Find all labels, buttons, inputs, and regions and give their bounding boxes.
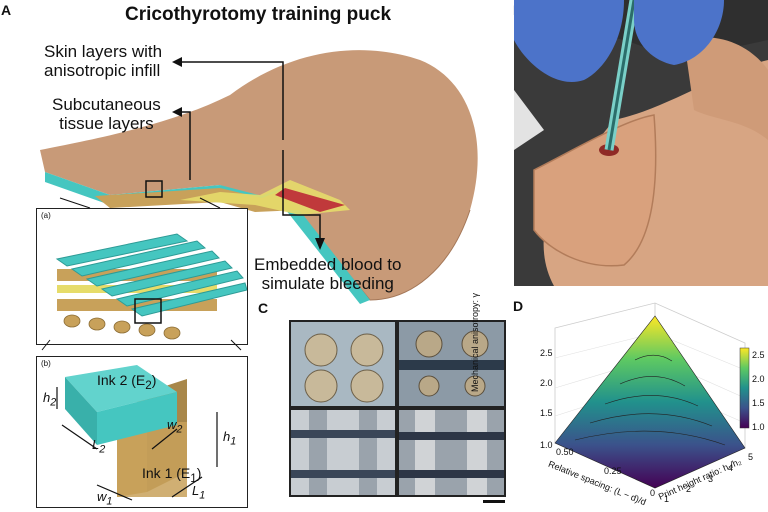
- x-tick: 2: [686, 484, 692, 494]
- scale-bar: [483, 500, 505, 503]
- inset-a-letter: (a): [41, 211, 51, 220]
- dim-w2: w2: [167, 417, 182, 436]
- ink1-sub: 1: [190, 471, 197, 485]
- dim-h2-text: h: [43, 390, 51, 405]
- colorbar-tick: 2.0: [752, 374, 765, 384]
- inset-unit-cell: (b) Ink 2 (E2) Ink 1 (E1) h2 h1 w2 L2 w1…: [36, 356, 248, 508]
- callout-blood-line1: Embedded blood to: [254, 255, 402, 274]
- dim-w2-text: w: [167, 417, 177, 432]
- dim-L1-text: L: [192, 483, 200, 498]
- dim-L2-sub: 2: [99, 443, 106, 456]
- inset-b-letter: (b): [41, 359, 51, 368]
- dim-h2-sub: 2: [50, 396, 57, 409]
- panel-letter-a: A: [1, 2, 12, 18]
- z-tick: 2.0: [540, 378, 553, 388]
- callout-subcutaneous: Subcutaneous tissue layers: [52, 95, 161, 133]
- unit-cell-illustration: [56, 365, 218, 501]
- anisotropy-surface-plot: [554, 302, 750, 489]
- ink2-label: Ink 2 (E2): [97, 372, 157, 392]
- callout-skin-line2: anisotropic infill: [44, 61, 161, 80]
- dim-L1-sub: 1: [199, 489, 206, 502]
- ink2-sub: 2: [145, 378, 152, 392]
- micrograph-drawing: [291, 322, 504, 495]
- callout-sub-line2: tissue layers: [59, 114, 154, 133]
- z-tick: 1.5: [540, 408, 553, 418]
- z-tick: 1.0: [540, 440, 553, 450]
- dim-h1: h1: [223, 429, 236, 448]
- micrograph-grid: [289, 320, 506, 497]
- training-photo: [514, 0, 768, 286]
- dim-h2: h2: [43, 390, 56, 409]
- y-tick: 0.50: [556, 447, 574, 457]
- ink2-text: Ink 2 (E: [97, 372, 146, 388]
- callout-skin-line1: Skin layers with: [44, 42, 163, 61]
- training-photo-drawing: [514, 0, 768, 286]
- y-tick: 0: [650, 488, 656, 498]
- callout-skin: Skin layers with anisotropic infill: [44, 42, 162, 80]
- dim-h1-text: h: [223, 429, 231, 444]
- dim-w1: w1: [97, 489, 112, 508]
- dim-L1: L1: [192, 483, 205, 502]
- inset-zoom-lines: [41, 339, 242, 351]
- panel-letter-d: D: [513, 298, 524, 314]
- colorbar-tick: 2.5: [752, 350, 765, 360]
- dim-h1-sub: 1: [230, 435, 237, 448]
- dim-L2: L2: [92, 437, 105, 456]
- dim-w1-text: w: [97, 489, 107, 504]
- x-tick: 5: [748, 452, 754, 462]
- ink1-text: Ink 1 (E: [142, 465, 191, 481]
- z-tick: 2.5: [540, 348, 553, 358]
- training-puck-illustration: [40, 50, 478, 304]
- y-tick: 0.25: [604, 466, 622, 476]
- x-tick: 1: [664, 494, 670, 504]
- x-tick: 3: [708, 474, 714, 484]
- colorbar-tick: 1.5: [752, 398, 765, 408]
- dim-L2-text: L: [92, 437, 100, 452]
- callout-sub-line1: Subcutaneous: [52, 95, 161, 114]
- dim-w1-sub: 1: [106, 495, 113, 508]
- inset-lattice: (a): [36, 208, 248, 345]
- callout-blood-line2: simulate bleeding: [261, 274, 394, 293]
- colorbar-tick: 1.0: [752, 422, 765, 432]
- dim-w2-sub: 2: [176, 423, 183, 436]
- panel-a-title: Cricothyrotomy training puck: [125, 4, 392, 25]
- callout-blood: Embedded blood to simulate bleeding: [254, 255, 401, 293]
- lattice-illustration: [55, 233, 248, 340]
- panel-letter-c: C: [258, 300, 269, 316]
- z-axis-label: Mechanical anisotropy: γ: [470, 292, 480, 392]
- ink1-label: Ink 1 (E1): [142, 465, 202, 485]
- x-tick: 4: [728, 463, 734, 473]
